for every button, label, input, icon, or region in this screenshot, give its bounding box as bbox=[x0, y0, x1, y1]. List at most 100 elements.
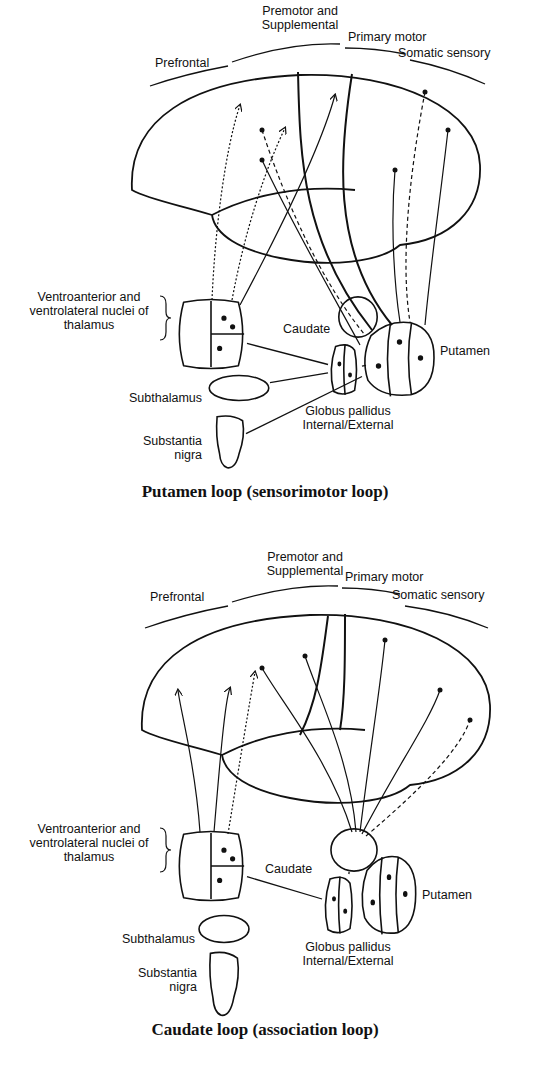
nucleus-outline bbox=[208, 375, 270, 401]
cell-dot bbox=[231, 857, 235, 861]
pathway-connector bbox=[270, 373, 328, 383]
fiber-dots-bottom bbox=[260, 638, 473, 723]
fibers-bottom bbox=[178, 614, 470, 836]
cell-dot bbox=[371, 900, 374, 904]
figure-caption: Putamen loop (sensorimotor loop) bbox=[60, 482, 470, 502]
pathway-connector bbox=[247, 343, 328, 364]
outline-stroke bbox=[211, 333, 244, 335]
thalamocortical-arrow bbox=[214, 688, 230, 832]
area-bracket bbox=[345, 48, 405, 54]
fiber-tract bbox=[393, 170, 400, 322]
cell-dot bbox=[218, 879, 222, 883]
cell-dot bbox=[404, 892, 407, 896]
nucleus-outline bbox=[198, 915, 250, 943]
nucleus-outline bbox=[360, 852, 418, 936]
fiber-dot bbox=[446, 128, 451, 133]
cell-dot bbox=[333, 897, 335, 901]
fibers-top bbox=[212, 72, 448, 345]
brain-outline-bottom bbox=[142, 615, 490, 803]
cell-dot bbox=[218, 347, 222, 351]
outline-stroke bbox=[344, 344, 345, 395]
fiber-dot bbox=[468, 718, 473, 723]
area-bracket bbox=[410, 60, 485, 84]
cell-dot bbox=[419, 356, 423, 360]
outline-stroke bbox=[396, 857, 398, 933]
area-bracket bbox=[342, 588, 400, 594]
nucleus-label: Putamen bbox=[422, 888, 482, 902]
nucleus-node: Substantia nigra bbox=[212, 414, 246, 470]
nucleus-outline bbox=[212, 414, 246, 470]
fiber-tract bbox=[362, 690, 440, 834]
cell-dot bbox=[377, 364, 381, 368]
thalamocortical-arrow bbox=[232, 128, 285, 300]
nucleus-node: Substantia nigra bbox=[205, 950, 241, 1018]
nucleus-label: Ventroanterior and ventrolateral nuclei … bbox=[28, 822, 150, 864]
fiber-dot bbox=[438, 688, 443, 693]
pathway-connector bbox=[348, 872, 350, 874]
fiber-tract bbox=[305, 656, 356, 832]
nucleus-outline bbox=[175, 298, 247, 370]
brain-outline bbox=[132, 75, 480, 263]
fiber-tract bbox=[406, 92, 425, 322]
fiber-dot bbox=[303, 654, 308, 659]
nucleus-node: Globus pallidus Internal/External bbox=[322, 874, 362, 936]
nucleus-label: Caudate bbox=[265, 862, 325, 876]
nucleus-node: Caudate bbox=[338, 296, 378, 338]
area-bracket bbox=[405, 606, 488, 628]
nucleus-label: Globus pallidus Internal/External bbox=[298, 940, 398, 968]
nucleus-node: Subthalamus bbox=[208, 375, 270, 401]
cell-dot bbox=[388, 875, 391, 879]
nucleus-outline bbox=[175, 830, 247, 902]
outline-stroke bbox=[339, 876, 340, 933]
fiber-dot bbox=[383, 638, 388, 643]
nucleus-label: Subthalamus bbox=[100, 391, 202, 405]
outline-stroke bbox=[199, 916, 249, 943]
nucleus-outline bbox=[205, 950, 241, 1018]
brain-outline bbox=[142, 615, 490, 803]
fiber-tract bbox=[366, 720, 470, 836]
cortex-area-label: Somatic sensory bbox=[398, 46, 508, 60]
outline-stroke bbox=[210, 952, 238, 1015]
cortex-area-label: Prefrontal bbox=[155, 56, 225, 70]
cell-dot bbox=[338, 362, 340, 365]
thalamocortical-arrow bbox=[212, 105, 240, 300]
label-brace bbox=[160, 296, 171, 340]
cortex-area-label: Prefrontal bbox=[150, 590, 220, 604]
brain-outline-top bbox=[132, 75, 480, 263]
outline-stroke bbox=[331, 829, 377, 871]
cortex-area-label: Somatic sensory bbox=[392, 588, 502, 602]
outline-stroke bbox=[409, 323, 412, 395]
fiber-dot bbox=[423, 90, 428, 95]
fiber-dot bbox=[260, 128, 265, 133]
outline-stroke bbox=[365, 322, 434, 395]
nucleus-node: Putamen bbox=[362, 318, 437, 398]
outline-stroke bbox=[325, 877, 352, 932]
fiber-tract bbox=[360, 640, 385, 832]
nucleus-node: Subthalamus bbox=[198, 915, 250, 943]
outline-stroke bbox=[209, 376, 269, 401]
label-brace bbox=[160, 828, 171, 872]
cell-dot bbox=[222, 316, 226, 320]
outline-stroke bbox=[362, 856, 415, 933]
cell-dot bbox=[222, 848, 226, 852]
fiber-tract bbox=[262, 160, 360, 345]
nucleus-label: Substantia nigra bbox=[120, 434, 202, 462]
cortex-area-label: Premotor and Supplemental bbox=[250, 4, 350, 32]
nucleus-node: Ventroanterior and ventrolateral nuclei … bbox=[175, 830, 247, 902]
fiber-dot bbox=[260, 158, 265, 163]
cell-dot bbox=[344, 909, 346, 913]
cortex-area-label: Primary motor bbox=[348, 30, 438, 44]
pathway-connector bbox=[247, 877, 322, 899]
outline-stroke bbox=[211, 865, 244, 867]
nucleus-label: Putamen bbox=[440, 344, 500, 358]
thalamocortical-arrow bbox=[178, 690, 200, 832]
fiber-dot bbox=[260, 666, 265, 671]
cell-dot bbox=[231, 325, 235, 329]
sylvian-fissure bbox=[212, 189, 355, 215]
nucleus-label: Subthalamus bbox=[95, 932, 195, 946]
fiber-tract bbox=[298, 72, 372, 330]
fiber-tract bbox=[262, 668, 352, 832]
nucleus-label: Caudate bbox=[283, 322, 338, 336]
nucleus-outline bbox=[362, 318, 437, 398]
